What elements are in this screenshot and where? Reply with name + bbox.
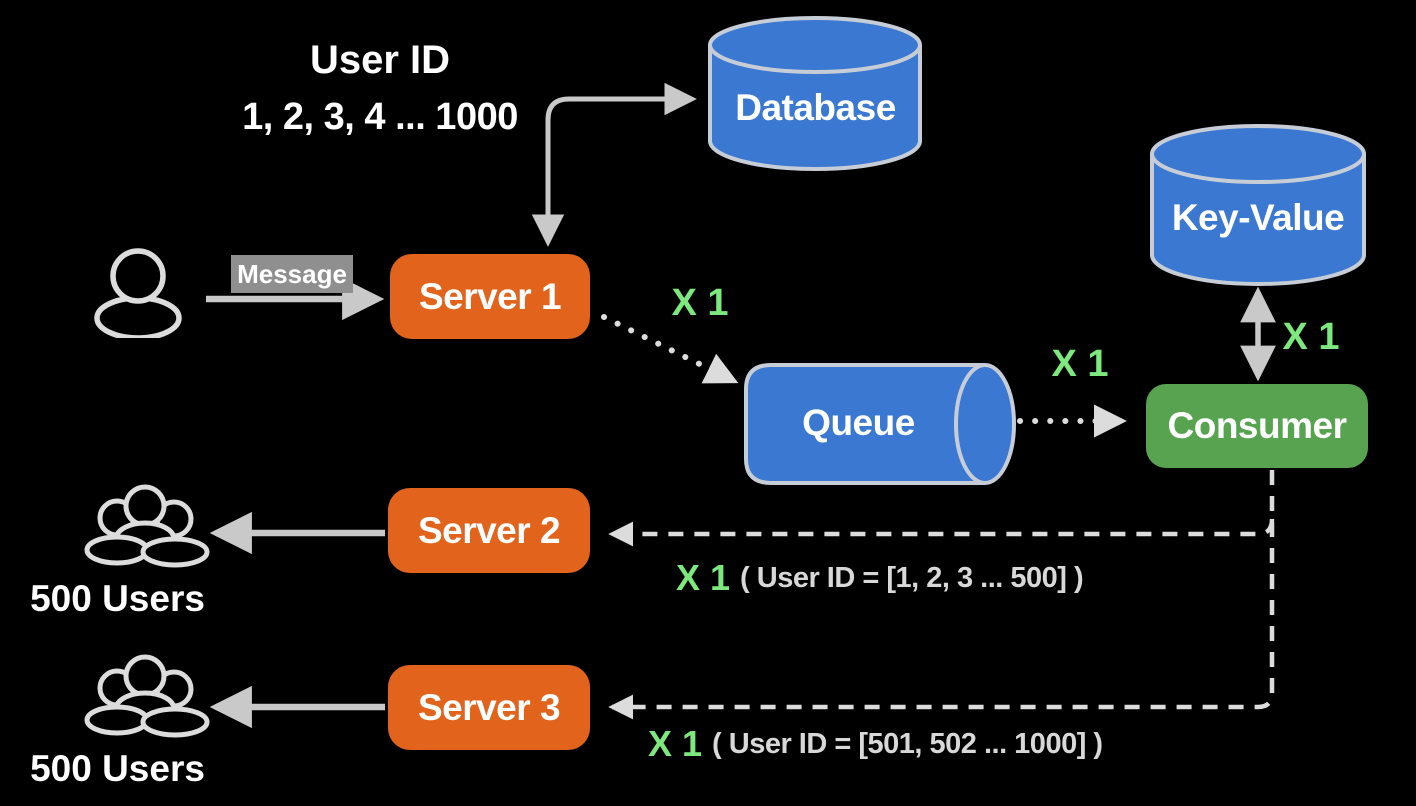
route1-multiplier: X 1 xyxy=(676,557,731,598)
group-head-center xyxy=(123,484,167,528)
users-group-icon xyxy=(84,654,210,738)
person-icon xyxy=(94,248,182,338)
consumer-label: Consumer xyxy=(1167,405,1347,446)
person-body xyxy=(94,295,182,338)
x1-server1-queue-label: X 1 xyxy=(671,281,729,324)
group-body-left xyxy=(84,534,150,566)
user-id-annotation: User ID 1, 2, 3, 4 ... 1000 xyxy=(195,40,565,136)
user-id-title: User ID xyxy=(309,38,451,82)
x1-keyvalue-consumer-label: X 1 xyxy=(1282,315,1340,358)
group-body-right xyxy=(140,536,210,568)
route1-detail: ( User ID = [1, 2, 3 ... 500] ) xyxy=(740,561,1084,594)
users-group1-label: 500 Users xyxy=(30,578,205,619)
server3-label: Server 3 xyxy=(417,686,561,728)
node-server-1: Server 1 xyxy=(390,254,590,339)
server2-label: Server 2 xyxy=(417,509,561,551)
database-cylinder-icon xyxy=(708,16,922,171)
group-body-right xyxy=(140,706,210,738)
database-cylinder-body xyxy=(708,45,922,171)
message-badge-label: Message xyxy=(237,258,347,289)
route2-multiplier: X 1 xyxy=(648,723,703,764)
server1-label: Server 1 xyxy=(418,275,562,317)
keyvalue-cylinder-icon xyxy=(1150,124,1366,286)
users-group-icon xyxy=(84,484,210,568)
edge-consumer-to-server3-dashed xyxy=(608,470,1275,720)
message-badge: Message xyxy=(231,255,353,293)
person-head xyxy=(110,248,166,304)
node-server-2: Server 2 xyxy=(388,488,590,573)
queue-cylinder-end xyxy=(954,363,1016,485)
group-head-center xyxy=(123,654,167,698)
users-group2-label: 500 Users xyxy=(30,748,205,789)
edge-consumer-to-server2-dashed xyxy=(608,518,1275,547)
route2-detail: ( User ID = [501, 502 ... 1000] ) xyxy=(712,727,1103,760)
route1-annotation: X 1 ( User ID = [1, 2, 3 ... 500] ) xyxy=(676,556,1084,600)
queue-cylinder-body xyxy=(744,363,985,485)
node-consumer: Consumer xyxy=(1146,384,1368,468)
queue-cylinder-icon xyxy=(744,363,1016,485)
x1-queue-consumer-label: X 1 xyxy=(1051,342,1109,385)
group-body-left xyxy=(84,704,150,736)
keyvalue-cylinder-top xyxy=(1150,124,1366,184)
node-server-3: Server 3 xyxy=(388,665,590,750)
user-id-range: 1, 2, 3, 4 ... 1000 xyxy=(242,96,518,138)
route2-annotation: X 1 ( User ID = [501, 502 ... 1000] ) xyxy=(648,722,1103,766)
edge-server1-database-bidirectional xyxy=(531,82,697,247)
keyvalue-cylinder-body xyxy=(1150,154,1366,286)
database-cylinder-top xyxy=(708,16,922,74)
edge-server1-to-queue-dotted xyxy=(601,314,739,384)
